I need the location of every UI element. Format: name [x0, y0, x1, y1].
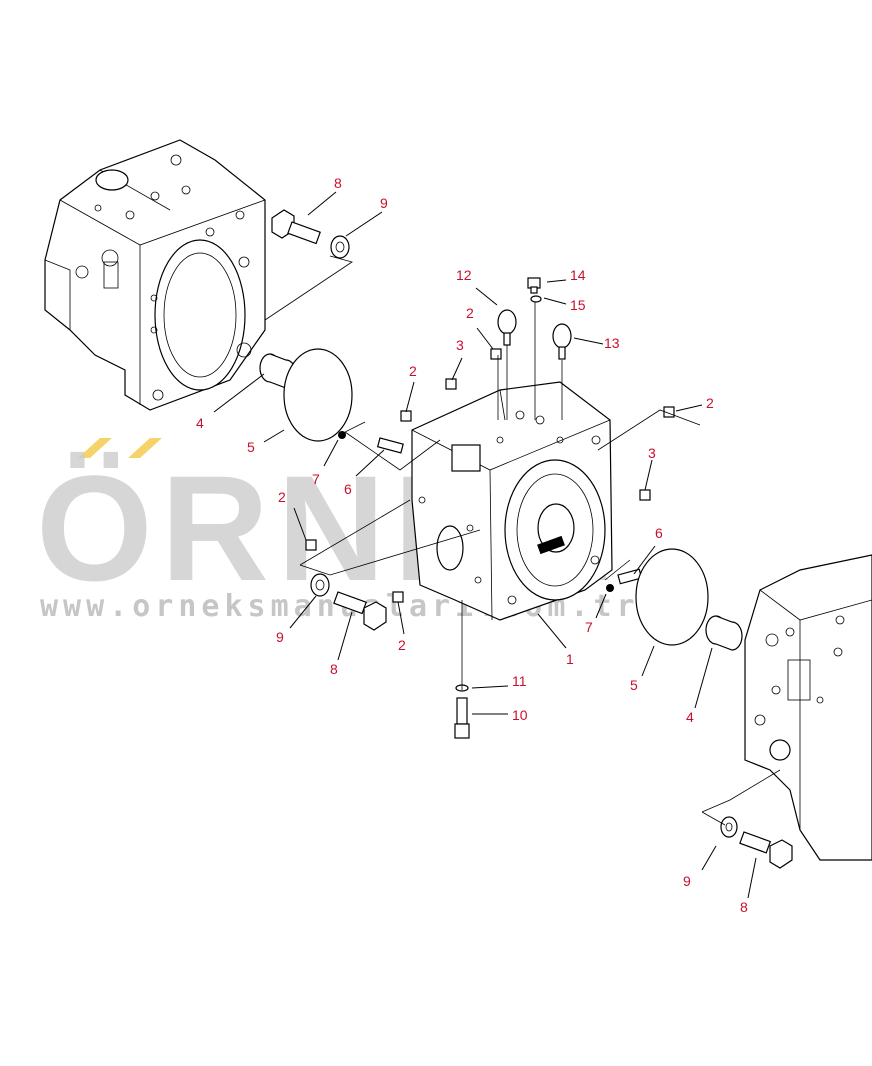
eye-bolt-12: [497, 309, 517, 346]
plug-2-d: [305, 539, 317, 551]
pin-6-left: [376, 437, 404, 454]
callout-15: 15: [570, 297, 586, 313]
plug-2-a: [490, 348, 502, 360]
o-ring-5-left: [283, 348, 353, 442]
leader-lines: [213, 191, 757, 899]
callout-9-mid: 9: [276, 629, 284, 645]
plug-3-a: [445, 378, 457, 390]
callout-13: 13: [604, 335, 620, 351]
callout-14: 14: [570, 267, 586, 283]
callout-11: 11: [512, 673, 527, 689]
callout-2-b: 2: [409, 363, 417, 379]
plug-14: [527, 277, 541, 294]
callout-12: 12: [456, 267, 472, 283]
bolt-8-bottom: [739, 831, 793, 869]
callout-8-top: 8: [334, 175, 342, 191]
callout-6-right: 6: [655, 525, 663, 541]
o-ring-15: [530, 295, 542, 303]
small-parts: [259, 209, 793, 869]
callout-2-c: 2: [706, 395, 714, 411]
callout-2-a: 2: [466, 305, 474, 321]
callout-9-bottom: 9: [683, 873, 691, 889]
watermark-accent-right: [128, 438, 162, 458]
plug-3-b: [639, 489, 651, 501]
plug-2-c: [663, 406, 675, 418]
callout-2-d: 2: [278, 489, 286, 505]
o-ring-5-right: [635, 548, 709, 646]
washer-9-bottom: [720, 816, 738, 838]
pump-housing-bottom-right: [744, 554, 872, 861]
bushing-4-right: [705, 615, 743, 651]
plug-7-right: [606, 584, 614, 592]
pump-housing-top-left: [44, 139, 266, 411]
callout-labels: 8 9 12 14 15 2 13 3 2 2 4 5 7 6 3 2 6 9 …: [196, 175, 748, 915]
callout-3-a: 3: [456, 337, 464, 353]
center-valve-housing: [411, 381, 613, 621]
washer-9-top: [330, 235, 350, 259]
callout-7-left: 7: [312, 471, 320, 487]
assembly-guide-lines: [264, 255, 781, 826]
callout-1: 1: [566, 651, 574, 667]
plug-10: [454, 697, 470, 739]
eye-bolt-13: [552, 323, 572, 360]
callout-8-bottom: 8: [740, 899, 748, 915]
callout-2-e: 2: [398, 637, 406, 653]
bolt-8-mid: [333, 591, 387, 631]
bolt-8-top: [271, 209, 321, 245]
callout-10: 10: [512, 707, 528, 723]
callout-9-top: 9: [380, 195, 388, 211]
callout-5-right: 5: [630, 677, 638, 693]
plug-2-b: [400, 410, 412, 422]
callout-5-left: 5: [247, 439, 255, 455]
callout-4-left: 4: [196, 415, 204, 431]
washer-9-mid: [310, 573, 330, 597]
plug-7-left: [338, 431, 346, 439]
callout-3-b: 3: [648, 445, 656, 461]
plug-2-e: [392, 591, 404, 603]
callout-4-right: 4: [686, 709, 694, 725]
callout-7-right: 7: [585, 619, 593, 635]
callout-8-mid: 8: [330, 661, 338, 677]
callout-6-left: 6: [344, 481, 352, 497]
watermark-accent-left: [78, 438, 112, 458]
